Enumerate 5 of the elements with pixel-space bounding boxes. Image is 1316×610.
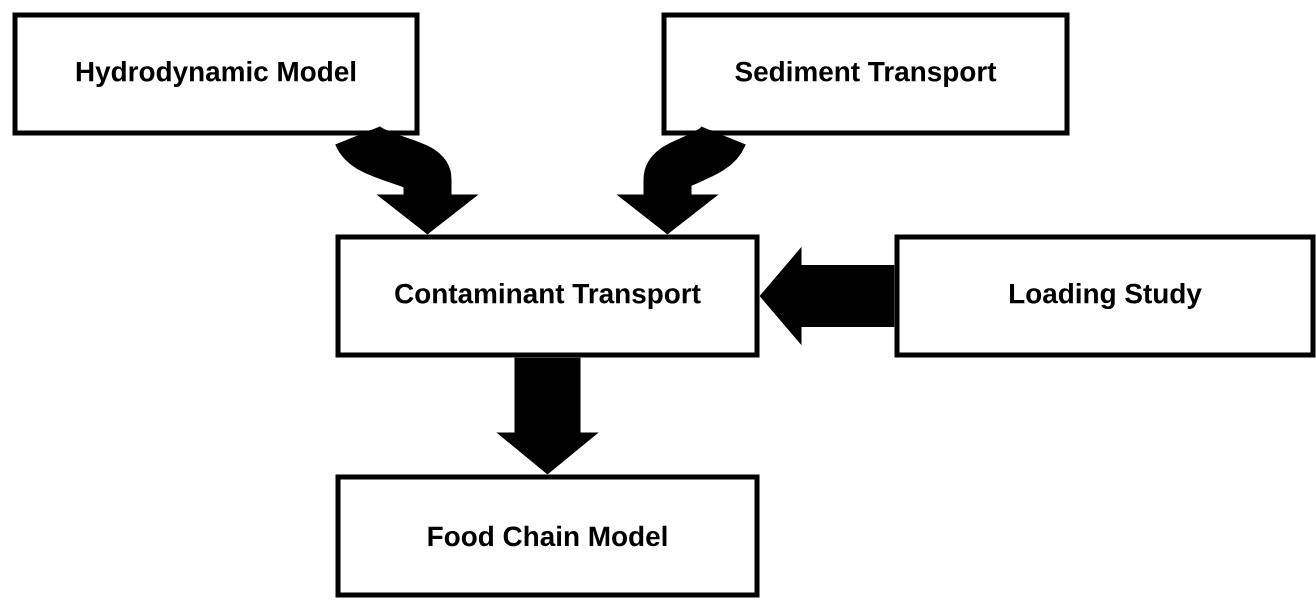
process-box: Contaminant Transport — [335, 234, 760, 358]
process-box: Hydrodynamic Model — [12, 12, 420, 136]
process-box: Food Chain Model — [335, 474, 760, 598]
process-box: Loading Study — [894, 234, 1316, 358]
process-box: Sediment Transport — [661, 12, 1070, 136]
